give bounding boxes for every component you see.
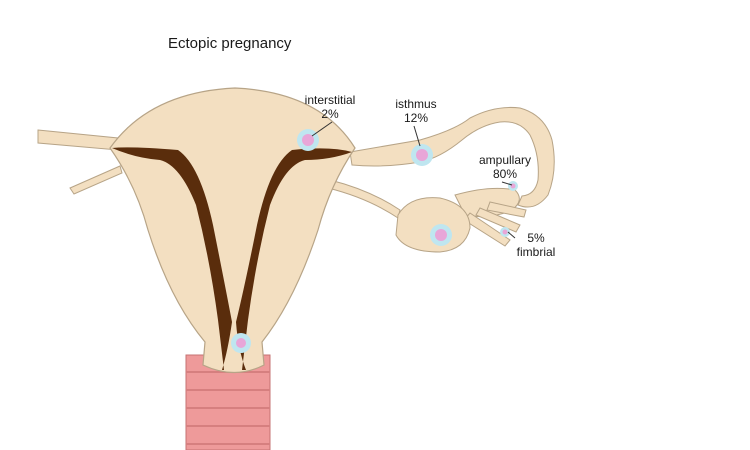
- label-isthmus: isthmus 12%: [388, 97, 444, 125]
- label-interstitial-name: interstitial: [304, 93, 356, 107]
- ovary: [395, 197, 471, 253]
- label-ampullary-percent: 80%: [492, 167, 518, 181]
- leader-lines: [311, 121, 516, 239]
- label-interstitial: interstitial 2%: [296, 93, 364, 121]
- label-interstitial-percent: 2%: [321, 107, 339, 121]
- label-fimbrial-name: fimbrial: [516, 245, 556, 259]
- embryo-ampullary: [508, 181, 518, 191]
- fimbriae: [454, 187, 527, 247]
- label-ampullary-name: ampullary: [478, 153, 532, 167]
- label-ampullary: ampullary 80%: [470, 153, 540, 181]
- fallopian-tube: [349, 107, 555, 208]
- embryo-cervical: [231, 333, 251, 353]
- left-ligaments: [37, 129, 123, 195]
- label-fimbrial: 5% fimbrial: [508, 231, 564, 259]
- label-fimbrial-percent: 5%: [527, 231, 545, 245]
- diagram-title: Ectopic pregnancy: [168, 35, 292, 52]
- embryo-fimbrial: [500, 227, 510, 237]
- embryo-isthmus: [411, 144, 433, 166]
- embryo-ovarian: [430, 224, 452, 246]
- uterus: [109, 87, 356, 374]
- ovarian-ligament: [327, 179, 401, 219]
- label-isthmus-name: isthmus: [395, 97, 437, 111]
- label-isthmus-percent: 12%: [403, 111, 429, 125]
- embryo-interstitial: [297, 129, 319, 151]
